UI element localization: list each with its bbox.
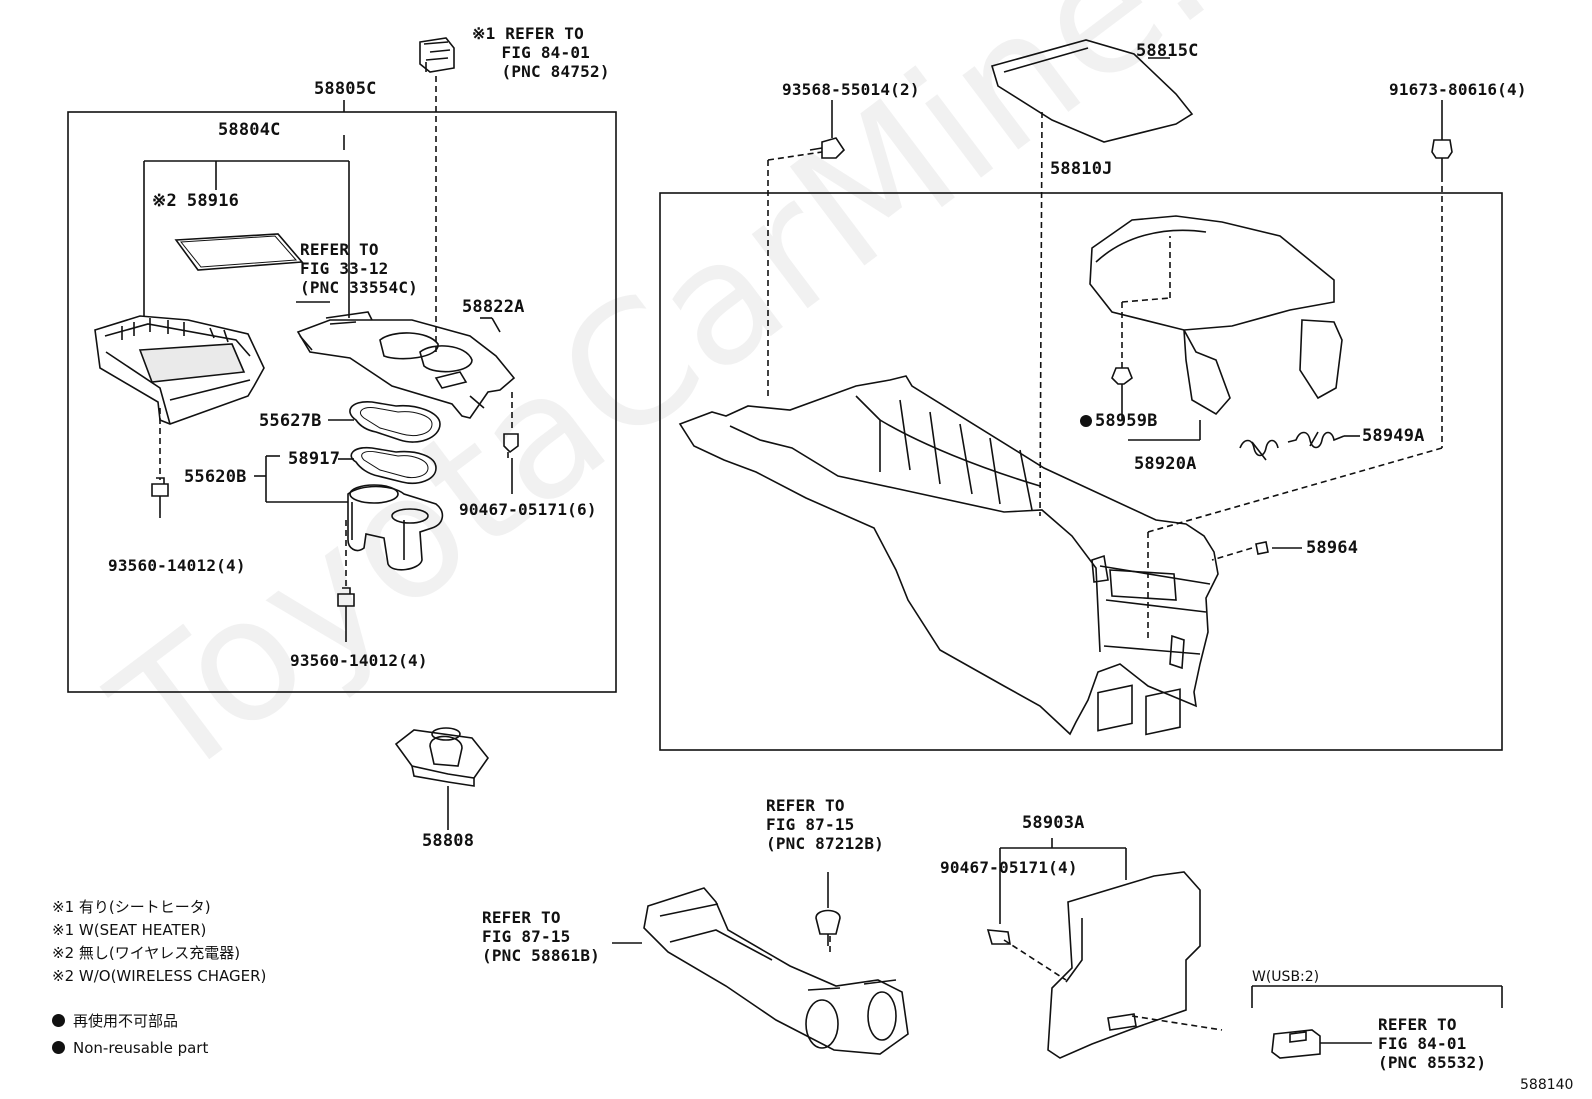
usb-port (1271, 1029, 1321, 1059)
console-tray-58804c (94, 315, 265, 425)
clip-58964 (1255, 541, 1269, 555)
clip-90467-b (986, 929, 1011, 945)
label-58903a: 58903A (1022, 813, 1085, 833)
label-58805c: 58805C (314, 79, 377, 99)
bullet-icon (52, 1041, 65, 1054)
ref-fig-87-15-b: REFER TO FIG 87-15 (PNC 58861B) (482, 908, 600, 965)
label-58964: 58964 (1306, 538, 1359, 558)
clip-58959b (1111, 367, 1133, 396)
bullet-icon (52, 1014, 65, 1027)
cup-holder-55620b (347, 484, 444, 571)
label-90467-a: 90467-05171(6) (459, 500, 597, 519)
screw-93560-a (151, 477, 169, 508)
armrest-pad-58815c (990, 39, 1194, 143)
note-mark: ※2 (152, 191, 177, 211)
shift-boot-58808 (394, 727, 489, 787)
label-55620b: 55620B (184, 467, 247, 487)
bolt-93568 (809, 137, 846, 159)
legend-dot-line-2: Non-reusable part (52, 1037, 208, 1060)
group-frame-58805c (67, 111, 617, 693)
label-93568: 93568-55014(2) (782, 80, 920, 99)
label-58959b: 58959B (1080, 412, 1158, 431)
clip-90467-a (503, 433, 519, 458)
legend-line-4: ※2 W/O(WIRELESS CHAGER) (52, 967, 267, 985)
label-91673: 91673-80616(4) (1389, 80, 1527, 99)
mat-55627b (349, 401, 441, 443)
label-58804c: 58804C (218, 120, 281, 140)
legend-non-reusable: 再使用不可部品 Non-reusable part (52, 1010, 208, 1060)
label-58810j: 58810J (1050, 159, 1113, 179)
screw-93560-b (337, 587, 355, 618)
label-w-usb: W(USB:2) (1252, 969, 1320, 985)
wireless-pad-58916 (174, 233, 304, 271)
bolt-91673 (1431, 139, 1453, 176)
legend-dot-line-1: 再使用不可部品 (52, 1010, 208, 1033)
rear-panel-58903a (1047, 684, 1201, 1059)
console-lid-58920a (1089, 215, 1343, 416)
label-55627b: 55627B (259, 411, 322, 431)
ref-fig-84-01-a: ※1 REFER TO FIG 84-01 (PNC 84752) (472, 24, 610, 81)
label-58822a: 58822A (462, 297, 525, 317)
label-58920a: 58920A (1134, 454, 1197, 474)
seat-heater-switch (419, 37, 455, 73)
non-reusable-dot (1080, 415, 1092, 427)
group-frame-58810j (659, 192, 1503, 751)
label-93560-a: 93560-14012(4) (108, 556, 246, 575)
legend-line-1: ※1 有り(シートヒータ) (52, 898, 211, 916)
label-93560-b: 93560-14012(4) (290, 651, 428, 670)
ref-fig-84-01-b: REFER TO FIG 84-01 (PNC 85532) (1378, 1015, 1487, 1072)
legend-line-2: ※1 W(SEAT HEATER) (52, 921, 207, 939)
figure-id: 588140 (1520, 1077, 1574, 1093)
mat-58917 (350, 446, 437, 484)
label-58917: 58917 (288, 449, 341, 469)
air-duct (643, 887, 909, 1055)
label-90467-b: 90467-05171(4) (940, 858, 1078, 877)
trim-panel-58822a (296, 311, 516, 419)
console-box-58810j (678, 375, 1219, 736)
legend-line-3: ※2 無し(ワイヤレス充電器) (52, 944, 241, 962)
clip-87212b (815, 909, 841, 946)
spring-58949a (1239, 431, 1345, 461)
label-58815c: 58815C (1136, 41, 1199, 61)
ref-fig-33-12: REFER TO FIG 33-12 (PNC 33554C) (300, 240, 418, 297)
legend-notes: ※1 有り(シートヒータ) ※1 W(SEAT HEATER) ※2 無し(ワイ… (52, 896, 266, 988)
ref-fig-87-15-a: REFER TO FIG 87-15 (PNC 87212B) (766, 796, 884, 853)
label-58949a: 58949A (1362, 426, 1425, 446)
label-58808: 58808 (422, 831, 475, 851)
